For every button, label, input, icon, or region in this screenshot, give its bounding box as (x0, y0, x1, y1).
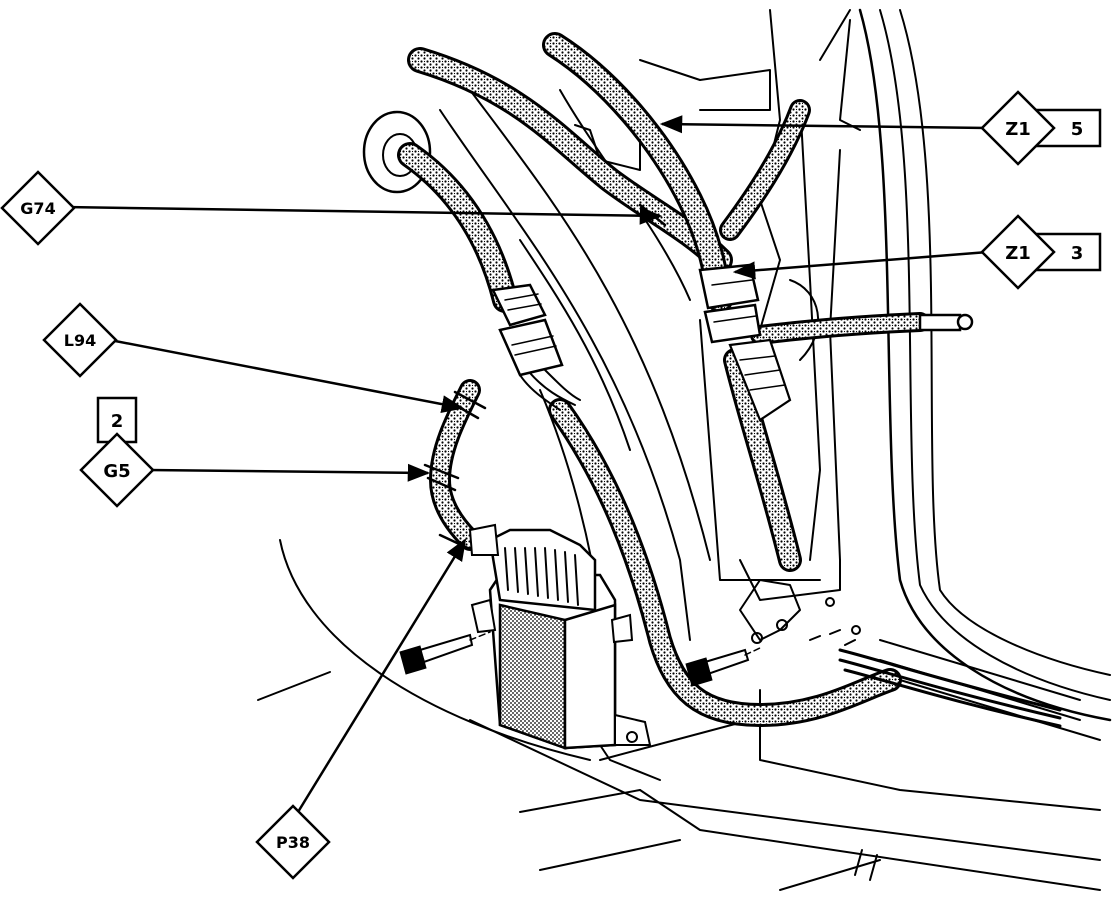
wiring-harness (397, 32, 1062, 728)
label-l94: L94 (64, 331, 96, 350)
label-z1-3: Z1 (1005, 243, 1031, 264)
bolt (399, 633, 474, 675)
inline-connector (491, 263, 792, 422)
callout-z1-5: Z1 5 (980, 90, 1102, 166)
callout-p38: P38 (255, 804, 331, 880)
label-g74: G74 (20, 199, 55, 218)
leader-g5 (147, 463, 431, 482)
callout-z1-3: Z1 3 (980, 214, 1102, 290)
callout-g74: G74 (0, 170, 76, 246)
leader-g74 (64, 205, 663, 225)
callout-g5: 2 G5 (79, 396, 155, 508)
callout-l94: L94 (42, 302, 118, 378)
leader-lines (64, 115, 989, 813)
leader-p38 (296, 538, 467, 813)
leader-z1-3 (732, 250, 989, 280)
label-g5-number: 2 (111, 411, 124, 432)
bolt (685, 648, 750, 687)
label-z1-3-number: 3 (1071, 243, 1084, 264)
control-module (399, 523, 761, 750)
vehicle-body-outline (257, 8, 1112, 891)
label-g5: G5 (103, 461, 130, 482)
label-z1-5: Z1 (1005, 119, 1031, 140)
label-p38: P38 (276, 833, 310, 852)
label-z1-5-number: 5 (1071, 119, 1084, 140)
leader-l94 (109, 338, 465, 413)
leader-z1-5 (659, 115, 989, 134)
